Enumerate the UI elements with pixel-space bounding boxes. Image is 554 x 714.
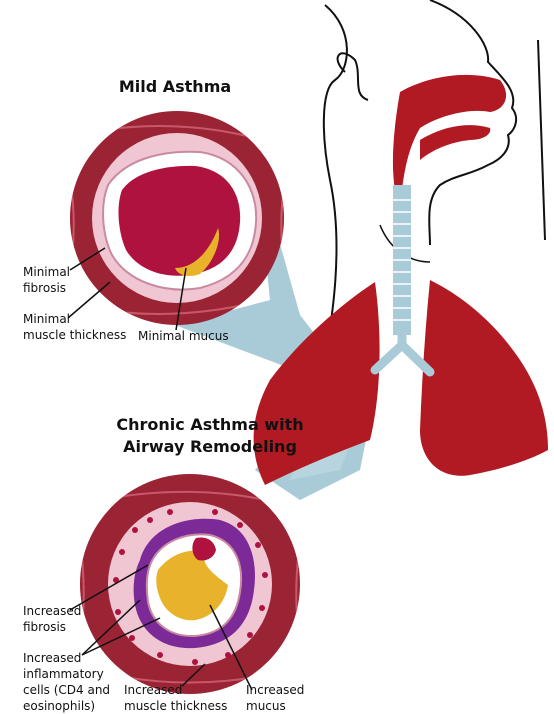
face-profile (429, 0, 516, 245)
left-lung (420, 280, 548, 476)
label-inflammatory-cells: Increased inflammatory cells (CD4 and eo… (23, 650, 110, 714)
label-increased-muscle: Increased muscle thickness (124, 682, 227, 714)
mild-airway-cross-section (60, 111, 290, 325)
label-minimal-mucus: Minimal mucus (138, 328, 229, 344)
ear (338, 53, 368, 100)
chronic-asthma-title-line1: Chronic Asthma with (100, 415, 320, 435)
bronchi (375, 330, 430, 372)
neck-line (538, 40, 545, 240)
mild-asthma-title: Mild Asthma (105, 77, 245, 97)
label-minimal-muscle: Minimal muscle thickness (23, 311, 126, 343)
mild-lumen (119, 166, 241, 276)
oral-cavity (420, 125, 490, 160)
label-minimal-fibrosis: Minimal fibrosis (23, 264, 70, 296)
label-increased-fibrosis: Increased fibrosis (23, 603, 81, 635)
label-increased-mucus: Increased mucus (246, 682, 304, 714)
chronic-asthma-title-line2: Airway Remodeling (100, 437, 320, 457)
